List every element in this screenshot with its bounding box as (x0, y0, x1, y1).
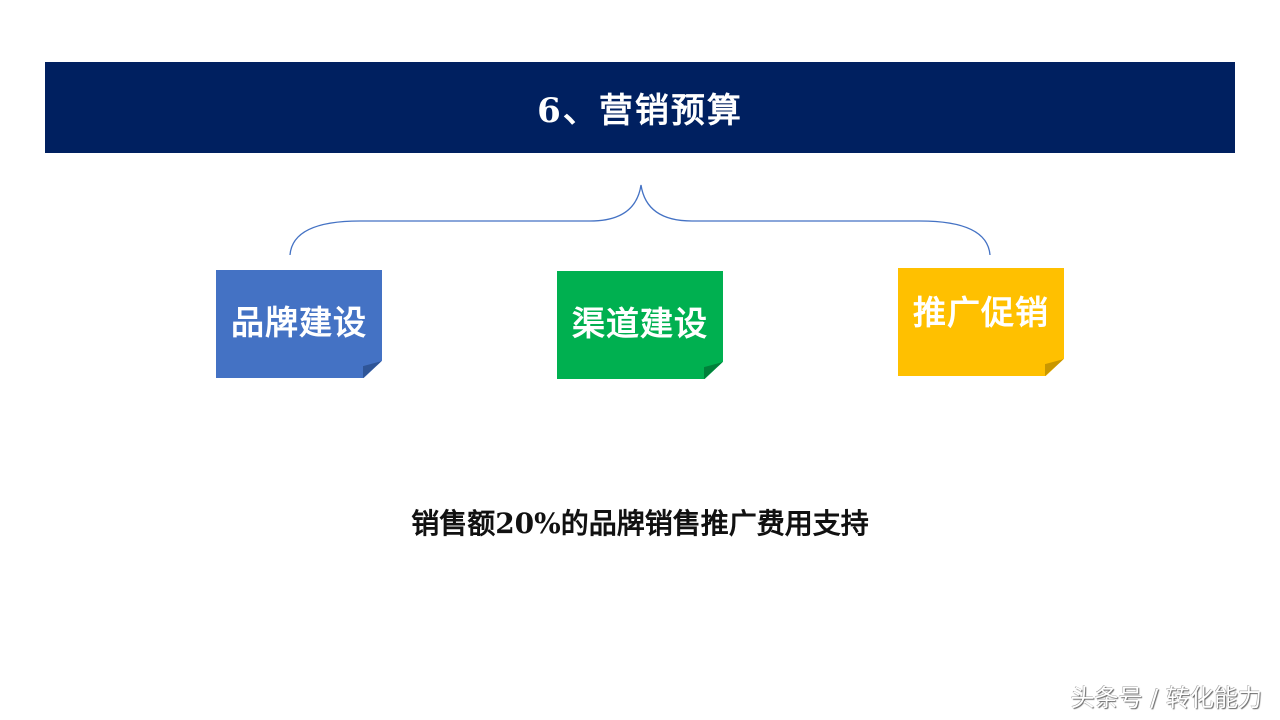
page-curl-icon (363, 361, 382, 378)
card-label: 推广促销 (913, 293, 1049, 332)
card-channel-building: 渠道建设 (557, 271, 723, 379)
card-promotion: 推广促销 (898, 268, 1064, 376)
card-label: 渠道建设 (572, 304, 708, 343)
title-banner: 6、营销预算 (45, 62, 1235, 153)
card-label: 品牌建设 (231, 303, 367, 342)
watermark: 头条号 / 转化能力 (1070, 684, 1262, 712)
budget-summary-text: 销售额20%的品牌销售推广费用支持 (411, 507, 869, 540)
card-brand-building: 品牌建设 (216, 270, 382, 378)
page-curl-icon (704, 362, 723, 379)
page-title: 6、营销预算 (537, 91, 743, 131)
page-curl-icon (1045, 359, 1064, 376)
